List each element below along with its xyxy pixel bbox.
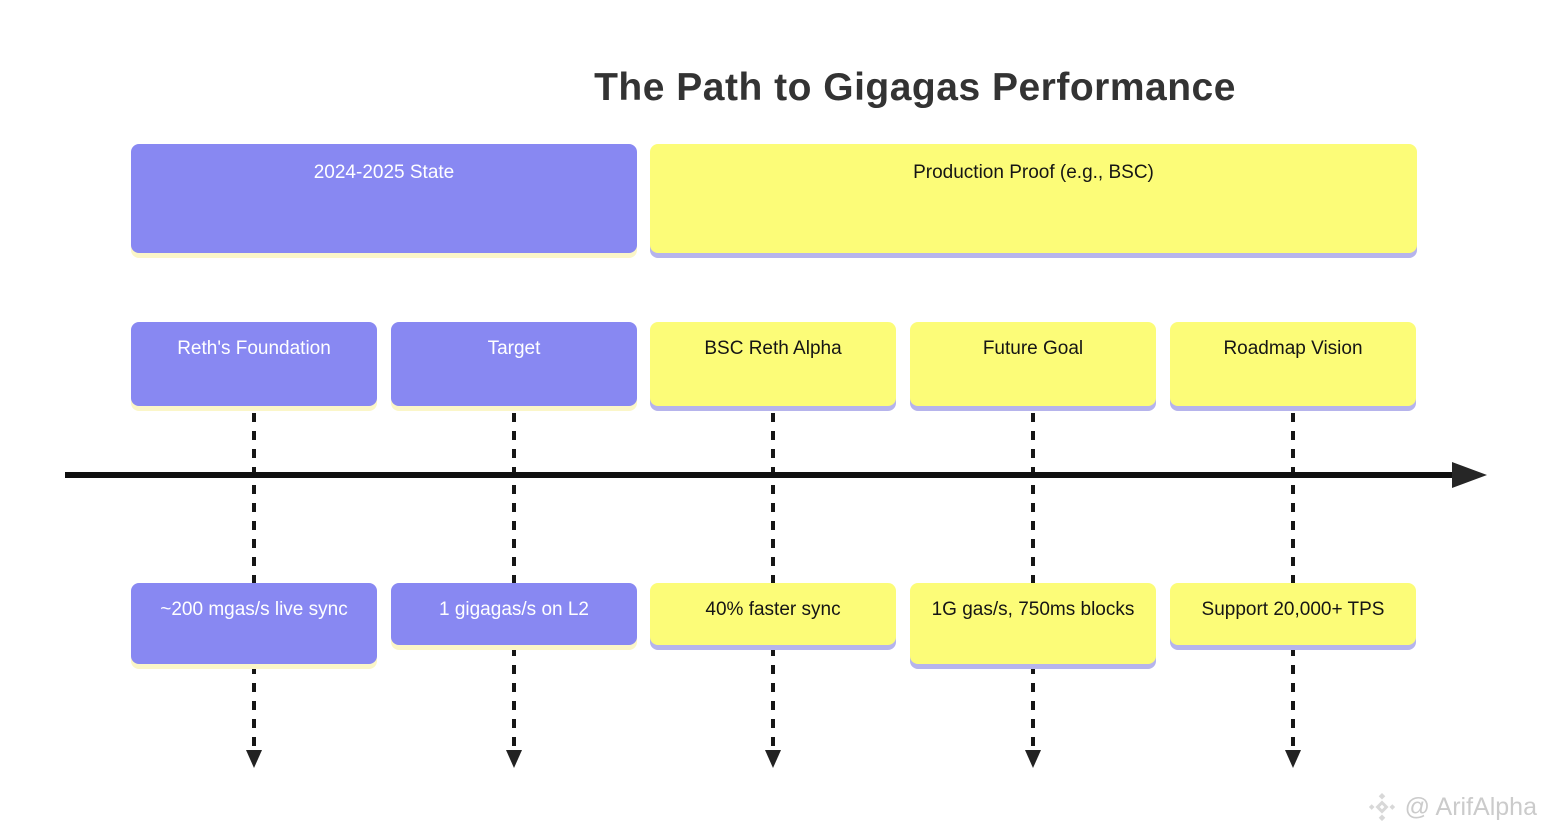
event-box-1-gigagas-on-l2: 1 gigagas/s on L2 [391, 583, 637, 645]
dashed-connector [1291, 413, 1295, 750]
down-arrowhead-icon [765, 750, 781, 768]
period-label: Future Goal [982, 338, 1084, 359]
era-box-2024-2025-state: 2024-2025 State [131, 144, 637, 253]
period-box-target: Target [391, 322, 637, 406]
watermark: @ ArifAlpha [1367, 792, 1537, 822]
dashed-connector [1031, 413, 1035, 750]
period-box-future-goal: Future Goal [910, 322, 1156, 406]
timeline-axis [65, 472, 1458, 478]
period-box-roadmap-vision: Roadmap Vision [1170, 322, 1416, 406]
period-label: Target [487, 338, 541, 359]
period-label: BSC Reth Alpha [704, 338, 842, 359]
period-box-bsc-reth-alpha: BSC Reth Alpha [650, 322, 896, 406]
event-box-40pct-faster-sync: 40% faster sync [650, 583, 896, 645]
period-label: Roadmap Vision [1223, 338, 1363, 359]
event-box-200-mgas-live-sync: ~200 mgas/s live sync [131, 583, 377, 664]
dashed-connector [252, 413, 256, 750]
era-label: 2024-2025 State [313, 162, 455, 183]
down-arrowhead-icon [1025, 750, 1041, 768]
diagram-title: The Path to Gigagas Performance [594, 66, 1236, 109]
dashed-connector [771, 413, 775, 750]
period-box-reths-foundation: Reth's Foundation [131, 322, 377, 406]
watermark-handle: @ ArifAlpha [1404, 792, 1537, 821]
event-label: ~200 mgas/s live sync [160, 599, 348, 620]
era-label: Production Proof (e.g., BSC) [913, 162, 1154, 183]
event-box-support-20000-tps: Support 20,000+ TPS [1170, 583, 1416, 645]
down-arrowhead-icon [506, 750, 522, 768]
event-label: 1G gas/s, 750ms blocks [931, 599, 1135, 620]
event-label: 40% faster sync [705, 599, 841, 620]
event-label: Support 20,000+ TPS [1201, 599, 1385, 620]
down-arrowhead-icon [1285, 750, 1301, 768]
binance-diamond-logo-icon [1367, 792, 1397, 822]
down-arrowhead-icon [246, 750, 262, 768]
event-box-1g-gas-750ms-blocks: 1G gas/s, 750ms blocks [910, 583, 1156, 664]
era-box-production-proof: Production Proof (e.g., BSC) [650, 144, 1417, 253]
timeline-arrowhead-icon [1452, 462, 1487, 488]
period-label: Reth's Foundation [177, 338, 331, 359]
dashed-connector [512, 413, 516, 750]
event-label: 1 gigagas/s on L2 [438, 599, 589, 620]
